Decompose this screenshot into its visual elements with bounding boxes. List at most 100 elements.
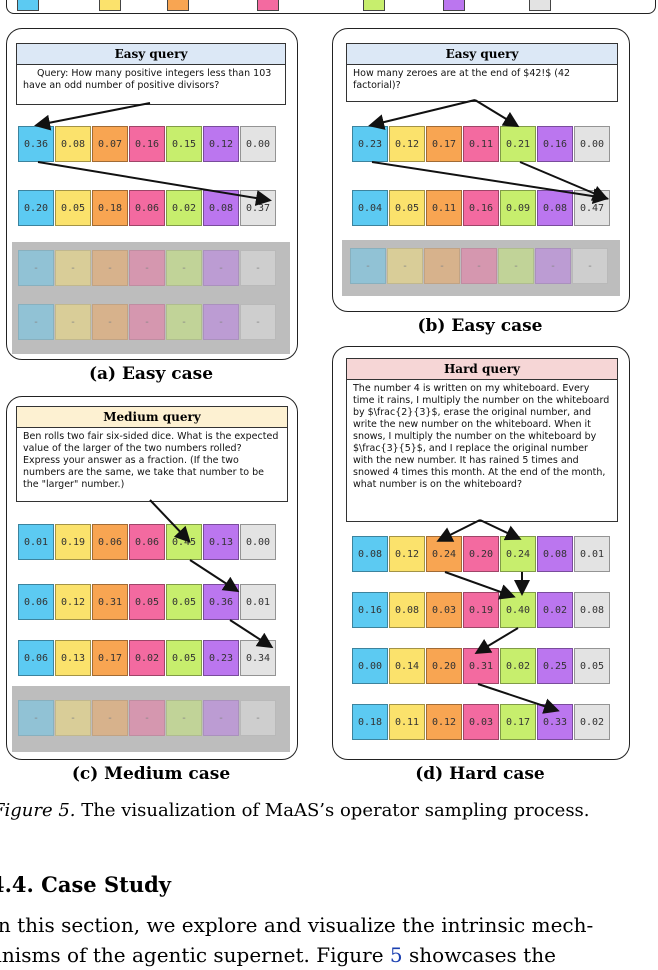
operator-cell: 0.31 [92,584,128,620]
operator-cell: 0.00 [240,524,276,560]
placeholder-cell: - [203,250,239,286]
placeholder-cell: - [18,700,54,736]
operator-cell: 0.02 [537,592,573,628]
arrow-c1 [149,499,191,543]
operator-cell: 0.02 [500,648,536,684]
arrow-a2 [37,161,272,206]
panel-c-query-text: Ben rolls two fair six-sided dice. What … [23,431,279,490]
placeholder-cell: - [129,250,165,286]
operator-cell: 0.04 [352,190,388,226]
operator-cell: 0.07 [92,126,128,162]
placeholder-cell: - [240,700,276,736]
placeholder-cell: - [166,304,202,340]
operator-cell: 0.12 [426,704,462,740]
placeholder-cell: - [129,304,165,340]
operator-cell: 0.06 [129,524,165,560]
operator-cell: 0.02 [129,640,165,676]
operator-cell: 0.01 [18,524,54,560]
operator-cell: 0.05 [55,190,91,226]
operator-cell: 0.00 [352,648,388,684]
body-line-2-a: anisms of the agentic supernet. Figure [0,943,390,967]
arrow-c2 [189,559,240,593]
operator-cell: 0.09 [500,190,536,226]
operator-cell: 0.23 [203,640,239,676]
operator-cell: 0.16 [537,126,573,162]
placeholder-cell: - [92,304,128,340]
operator-cell: 0.12 [389,126,425,162]
panel-b-grey-band [342,240,620,296]
operator-cell: 0.17 [426,126,462,162]
panel-d-caption: (d) Hard case [415,764,545,784]
figure-ref-link[interactable]: 5 [389,943,403,967]
operator-cell: 0.08 [55,126,91,162]
arrow-d2 [479,519,522,541]
operator-cell: 0.11 [389,704,425,740]
placeholder-cell: - [55,250,91,286]
placeholder-cell: - [166,250,202,286]
legend-swatch-3 [167,0,189,11]
operator-cell: 0.12 [55,584,91,620]
operator-cell: 0.17 [500,704,536,740]
panel-d-query-box: Hard query The number 4 is written on my… [346,358,618,522]
operator-cell: 0.18 [92,190,128,226]
arrow-c3 [229,619,274,649]
operator-cell: 0.20 [18,190,54,226]
placeholder-cell: - [166,700,202,736]
legend-swatch-1 [17,0,39,11]
panel-d-query-text: The number 4 is written on my whiteboard… [353,383,610,490]
panel-b-caption: (b) Easy case [417,316,543,336]
operator-cell: 0.11 [463,126,499,162]
body-text: In this section, we explore and visualiz… [0,910,658,970]
placeholder-cell: - [92,700,128,736]
operator-cell: 0.11 [426,190,462,226]
arrow-b1 [368,99,476,130]
figure-caption-text: The visualization of MaAS’s operator sam… [75,800,590,821]
panel-b-query-box: Easy query How many zeroes are at the en… [346,43,618,102]
arrow-b4 [519,161,609,201]
placeholder-cell: - [129,700,165,736]
placeholder-cell: - [498,248,534,284]
placeholder-cell: - [461,248,497,284]
legend-swatch-7 [529,0,551,11]
placeholder-cell: - [350,248,386,284]
arrow-d1 [436,519,481,542]
panel-c-query-title: Medium query [17,407,287,428]
operator-cell: 0.08 [574,592,610,628]
operator-cell: 0.16 [352,592,388,628]
operator-cell: 0.01 [240,584,276,620]
placeholder-cell: - [424,248,460,284]
panel-c-caption: (c) Medium case [71,764,231,784]
placeholder-cell: - [18,304,54,340]
panel-a-query-box: Easy query Query: How many positive inte… [16,43,286,105]
operator-cell: 0.05 [574,648,610,684]
operator-cell: 0.25 [537,648,573,684]
panel-b-query-title: Easy query [347,44,617,65]
placeholder-cell: - [240,250,276,286]
arrow-a1 [34,102,151,131]
section-heading: 4.4. Case Study [0,872,171,897]
operator-cell: 0.15 [166,126,202,162]
operator-cell: 0.03 [463,704,499,740]
operator-cell: 0.05 [166,584,202,620]
placeholder-cell: - [18,250,54,286]
operator-cell: 0.20 [426,648,462,684]
operator-cell: 0.03 [426,592,462,628]
operator-cell: 0.12 [203,126,239,162]
placeholder-cell: - [387,248,423,284]
legend-strip [6,0,656,14]
arrow-d6 [477,683,560,714]
panel-a-query-title: Easy query [17,44,285,65]
figure-caption: Figure 5. The visualization of MaAS’s op… [0,800,658,821]
legend-swatch-6 [443,0,465,11]
panel-a-grey-band [12,242,290,354]
arrow-d3 [444,571,516,600]
body-line-2-b: showcases the [402,943,556,967]
operator-cell: 0.08 [537,536,573,572]
placeholder-cell: - [203,304,239,340]
operator-cell: 0.08 [389,592,425,628]
